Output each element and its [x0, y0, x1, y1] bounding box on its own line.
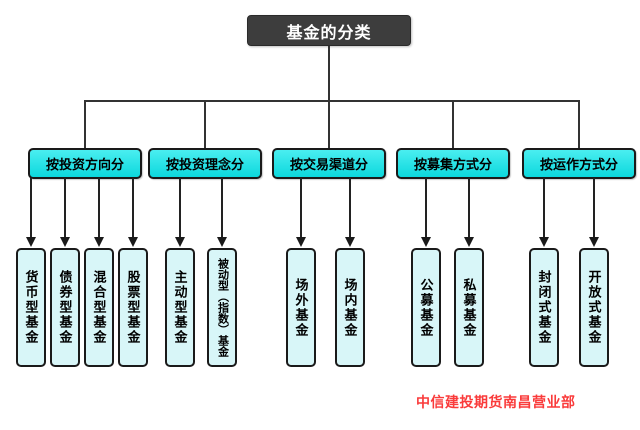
- leaf-node-passive-index-fund: 被动型（指数）基金: [207, 248, 237, 367]
- arrow-stem: [593, 178, 595, 238]
- arrow-head-icon: [421, 237, 431, 247]
- leaf-label: 公募基金: [418, 277, 434, 338]
- connector-stub-3: [328, 100, 330, 148]
- leaf-node-exchange-fund: 场内基金: [335, 248, 365, 367]
- leaf-label: 开放式基金: [586, 270, 602, 345]
- leaf-label: 债券型基金: [57, 270, 73, 345]
- leaf-node-otc-fund: 场外基金: [286, 248, 316, 367]
- category-node-investment-philosophy: 按投资理念分: [148, 148, 262, 179]
- category-node-fundraising-method: 按募集方式分: [396, 148, 510, 179]
- arrow-stem: [221, 178, 223, 238]
- arrow-head-icon: [217, 237, 227, 247]
- leaf-label: 私募基金: [461, 277, 477, 338]
- leaf-node-stock-fund: 股票型基金: [118, 248, 148, 367]
- arrow-stem: [30, 178, 32, 238]
- connector-root-stem: [328, 46, 330, 102]
- leaf-node-hybrid-fund: 混合型基金: [84, 248, 114, 367]
- arrow-head-icon: [60, 237, 70, 247]
- arrow-head-icon: [589, 237, 599, 247]
- arrow-head-icon: [345, 237, 355, 247]
- leaf-node-bond-fund: 债券型基金: [50, 248, 80, 367]
- leaf-node-active-fund: 主动型基金: [165, 248, 195, 367]
- category-node-investment-direction: 按投资方向分: [28, 148, 142, 179]
- arrow-stem: [468, 178, 470, 238]
- arrow-head-icon: [128, 237, 138, 247]
- arrow-stem: [543, 178, 545, 238]
- leaf-node-money-fund: 货币型基金: [16, 248, 46, 367]
- arrow-head-icon: [464, 237, 474, 247]
- connector-horizontal-bus: [84, 100, 580, 102]
- leaf-label: 主动型基金: [172, 270, 188, 345]
- arrow-stem: [425, 178, 427, 238]
- footer-branding-text: 中信建投期货南昌营业部: [416, 394, 576, 410]
- leaf-label: 货币型基金: [23, 270, 39, 345]
- leaf-label: 场外基金: [293, 277, 309, 338]
- arrow-stem: [132, 178, 134, 238]
- connector-stub-2: [204, 100, 206, 148]
- arrow-stem: [179, 178, 181, 238]
- leaf-node-private-fund: 私募基金: [454, 248, 484, 367]
- arrow-head-icon: [94, 237, 104, 247]
- leaf-node-open-end-fund: 开放式基金: [579, 248, 609, 367]
- arrow-head-icon: [296, 237, 306, 247]
- arrow-head-icon: [539, 237, 549, 247]
- category-node-operation-method: 按运作方式分: [522, 148, 636, 179]
- leaf-node-public-fund: 公募基金: [411, 248, 441, 367]
- connector-stub-5: [578, 100, 580, 148]
- connector-stub-4: [452, 100, 454, 148]
- category-node-trading-channel: 按交易渠道分: [272, 148, 386, 179]
- leaf-label: 场内基金: [342, 277, 358, 338]
- arrow-stem: [300, 178, 302, 238]
- leaf-label: 混合型基金: [91, 270, 107, 345]
- leaf-label: 封闭式基金: [536, 270, 552, 345]
- connector-stub-1: [84, 100, 86, 148]
- leaf-label: 股票型基金: [125, 270, 141, 345]
- leaf-node-closed-end-fund: 封闭式基金: [529, 248, 559, 367]
- arrow-head-icon: [175, 237, 185, 247]
- arrow-stem: [64, 178, 66, 238]
- arrow-stem: [98, 178, 100, 238]
- arrow-head-icon: [26, 237, 36, 247]
- arrow-stem: [349, 178, 351, 238]
- leaf-label: 被动型（指数）基金: [216, 258, 229, 357]
- root-node-fund-classification: 基金的分类: [247, 15, 411, 46]
